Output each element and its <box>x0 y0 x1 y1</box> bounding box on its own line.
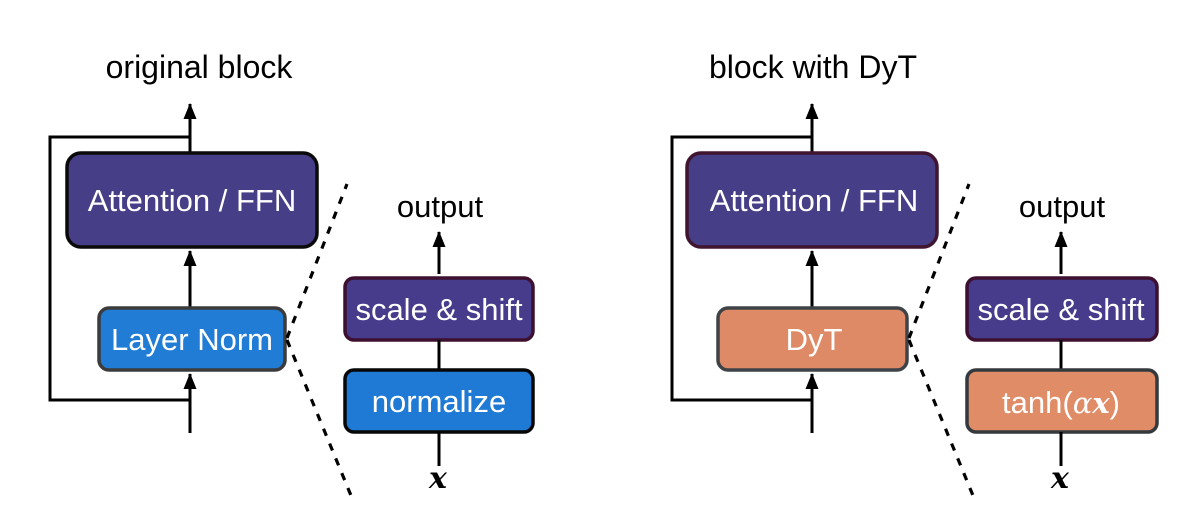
right-detail-input-x-label: x <box>1050 461 1070 496</box>
dyt-label: DyT <box>786 322 843 357</box>
tanh-label: tanh(αx) <box>1002 385 1120 420</box>
right-detail-output-label: output <box>1019 189 1106 224</box>
left-diagram: original block Attention / FFN Layer Nor… <box>48 49 354 499</box>
tanh-label-x-var: x <box>1091 386 1110 420</box>
normalize-label: normalize <box>372 384 506 419</box>
left-zoom-dashed-line-upper <box>285 183 349 339</box>
left-zoom-dashed-line-lower <box>285 339 354 499</box>
tanh-label-alpha: α <box>1073 386 1093 420</box>
left-detail-input-x-label: x <box>428 461 448 496</box>
right-scale-shift-label: scale & shift <box>977 292 1145 327</box>
tanh-label-suffix: ) <box>1110 385 1120 420</box>
left-diagram-title: original block <box>106 49 294 85</box>
layer-norm-box <box>97 306 287 372</box>
left-detail-output-label: output <box>397 189 484 224</box>
right-residual-connection-line <box>670 135 812 402</box>
right-attention-ffn-box <box>685 151 939 249</box>
left-attention-ffn-box <box>65 151 319 249</box>
right-detail-view: output scale & shift tanh(αx) x <box>965 189 1159 496</box>
right-attention-ffn-label: Attention / FFN <box>710 183 918 218</box>
right-zoom-dashed-line-lower <box>907 339 976 499</box>
left-detail-view: output scale & shift normalize x <box>343 189 535 496</box>
right-zoom-dashed-line-upper <box>907 183 971 339</box>
left-residual-connection-line <box>48 135 190 402</box>
right-diagram: block with DyT Attention / FFN DyT <box>670 49 976 499</box>
left-attention-ffn-label: Attention / FFN <box>88 183 296 218</box>
left-scale-shift-label: scale & shift <box>355 292 523 327</box>
dyt-box <box>716 306 909 372</box>
tanh-label-prefix: tanh( <box>1002 385 1073 420</box>
right-diagram-title: block with DyT <box>709 49 917 85</box>
layer-norm-label: Layer Norm <box>111 322 273 357</box>
